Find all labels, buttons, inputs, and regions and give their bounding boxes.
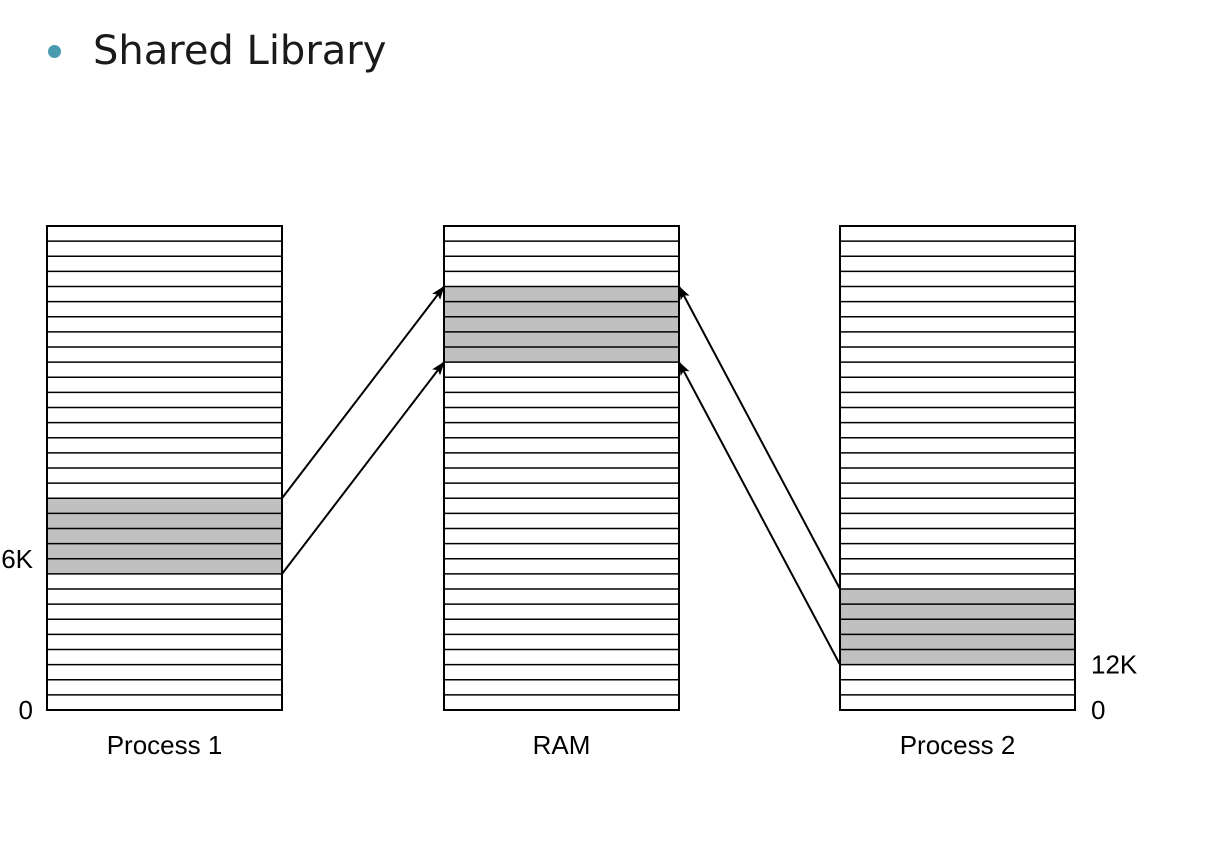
process-2-shared-page: [840, 634, 1075, 650]
ram-shared-page: [444, 347, 679, 363]
process-2-address-label: 0: [1091, 695, 1105, 725]
ram-label: RAM: [533, 730, 591, 760]
ram-column: [443, 225, 680, 711]
process-2-frame: [839, 225, 1076, 711]
ram-shared-page: [444, 331, 679, 347]
process-1-shared-page: [47, 498, 282, 514]
process-1-to-ram-arrow: [281, 361, 445, 575]
process-2-to-ram-arrow: [678, 285, 841, 590]
process-1-label: Process 1: [107, 730, 223, 760]
ram-shared-page: [444, 301, 679, 317]
process-1-shared-page: [47, 513, 282, 529]
process-2-shared-page: [840, 619, 1075, 635]
bullet-dot-icon: [48, 44, 61, 58]
ram-frame: [443, 225, 680, 711]
ram-shared-page: [444, 316, 679, 332]
process-2-shared-page: [840, 604, 1075, 620]
process-1-shared-page: [47, 528, 282, 544]
process-1-to-ram-arrow: [281, 285, 445, 499]
process-2-shared-page: [840, 589, 1075, 605]
bullet-text: Shared Library: [93, 28, 387, 74]
process-2-label: Process 2: [900, 730, 1016, 760]
process-1-column: [46, 225, 283, 711]
process-2-address-label: 12K: [1091, 650, 1138, 680]
process-1-shared-page: [47, 558, 282, 574]
slide-bullet: Shared Library: [48, 28, 386, 74]
process-1-address-label: 0: [19, 695, 33, 725]
process-1-address-label: 16K: [0, 544, 34, 574]
ram-shared-page: [444, 286, 679, 302]
process-2-to-ram-arrow: [678, 361, 841, 666]
process-1-frame: [46, 225, 283, 711]
process-2-shared-page: [840, 649, 1075, 665]
process-2-column: [839, 225, 1076, 711]
process-1-shared-page: [47, 543, 282, 559]
